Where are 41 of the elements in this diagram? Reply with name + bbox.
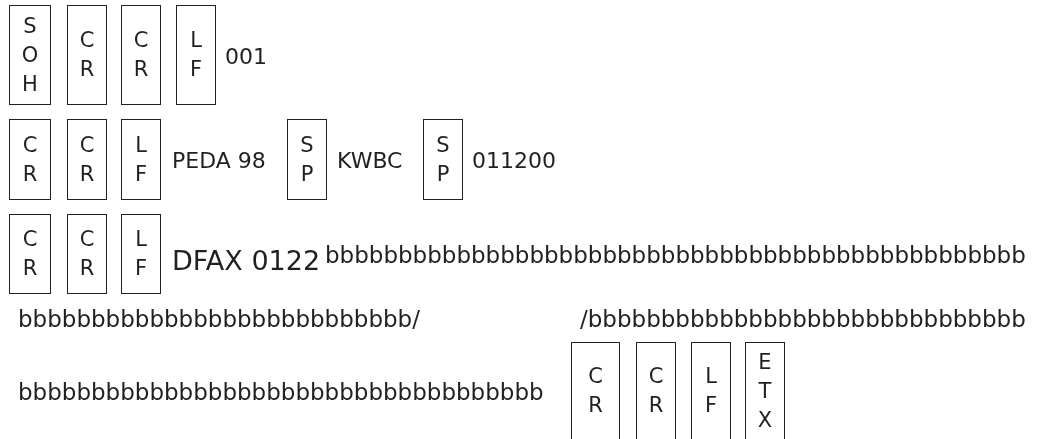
control-character-code: E T X [756,348,774,434]
control-character-box [636,342,676,439]
control-character-box [9,5,51,105]
control-character-code: C R [21,226,39,282]
control-character-code: S O H [21,12,39,98]
control-character-code: L F [133,226,149,282]
control-character-code: C R [78,27,96,83]
control-character-code: L F [188,27,204,83]
control-character-code: C R [78,226,96,282]
control-character-code: L F [703,363,719,419]
control-character-box [9,214,51,294]
control-character-code: C R [647,363,665,419]
control-character-box [691,342,731,439]
control-character-box [287,119,327,200]
message-text: bbbbbbbbbbbbbbbbbbbbbbbbbbbbbbbbbbbb [18,379,544,405]
control-character-box [571,342,620,439]
control-character-code: S P [435,131,451,188]
control-character-code: C R [78,131,96,188]
control-character-box [67,119,107,200]
message-text: DFAX 0122 [172,244,321,276]
control-character-box [67,5,107,105]
control-character-code: C R [132,27,150,83]
control-character-box [121,5,161,105]
message-text: PEDA 98 [172,147,266,173]
control-character-box [423,119,463,200]
control-character-box [67,214,107,294]
control-character-box [121,214,161,294]
message-text: bbbbbbbbbbbbbbbbbbbbbbbbbbb/ [18,306,420,332]
message-text: 011200 [472,147,556,173]
control-character-box [176,5,216,105]
message-text: /bbbbbbbbbbbbbbbbbbbbbbbbbbbbbb [580,306,1026,332]
message-text: 001 [225,43,267,69]
control-character-box [745,342,785,439]
control-character-code: C R [587,363,604,419]
control-character-code: L F [133,131,149,188]
message-text: bbbbbbbbbbbbbbbbbbbbbbbbbbbbbbbbbbbbbbbbbbbbbbbb [325,242,1026,268]
control-character-box [121,119,161,200]
control-character-code: C R [21,131,39,188]
message-text: KWBC [337,147,403,173]
control-character-code: S P [299,131,315,188]
control-character-box [9,119,51,200]
